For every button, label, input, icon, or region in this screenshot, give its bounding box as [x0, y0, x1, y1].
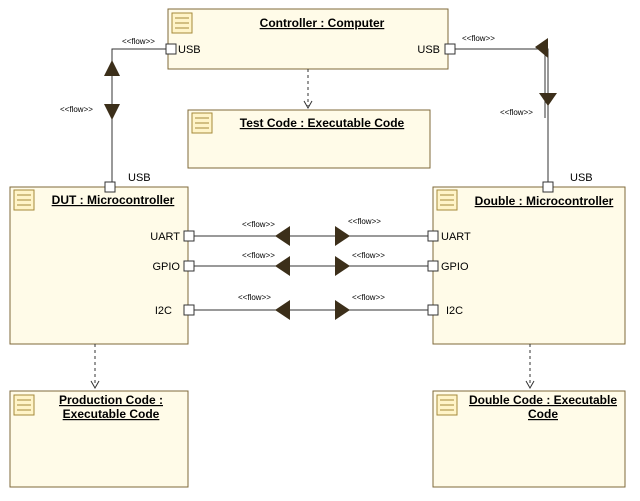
dut-box [9, 186, 189, 345]
double-title: Double : Microcontroller [475, 194, 614, 208]
i2c-flow-label-right: <<flow>> [352, 293, 385, 302]
test-code-node[interactable]: Test Code : Executable Code [187, 109, 431, 169]
dut-gpio-label: GPIO [152, 261, 180, 273]
double-i2c-port[interactable] [427, 304, 439, 316]
double-usb-label: USB [570, 172, 593, 184]
component-icon [436, 394, 458, 416]
usb-left-flow-label-top: <<flow>> [122, 37, 155, 46]
uart-flow-label-right: <<flow>> [348, 217, 381, 226]
production-code-box [9, 390, 189, 488]
component-icon [171, 12, 193, 34]
double-box [432, 186, 626, 345]
i2c-flow: <<flow>> <<flow>> [194, 293, 428, 320]
dut-node[interactable]: DUT : Microcontroller USB UART GPIO I2C [9, 172, 195, 345]
usb-flow-right: <<flow>> <<flow>> [455, 34, 557, 182]
dut-title: DUT : Microcontroller [52, 193, 175, 207]
component-icon [191, 112, 213, 134]
dut-i2c-label: I2C [155, 305, 172, 317]
uart-flow: <<flow>> <<flow>> [194, 217, 428, 246]
production-code-title-line1: Production Code : [59, 393, 163, 407]
controller-usb-port-right[interactable] [444, 43, 456, 55]
dut-uart-label: UART [150, 231, 180, 243]
double-code-node[interactable]: Double Code : Executable Code [432, 390, 626, 488]
component-icon [13, 189, 35, 211]
double-uart-port[interactable] [427, 230, 439, 242]
controller-usb-label-right: USB [417, 44, 440, 56]
usb-left-flow-label-mid: <<flow>> [60, 105, 93, 114]
test-code-box [187, 109, 431, 169]
usb-right-flow-label-top: <<flow>> [462, 34, 495, 43]
gpio-flow-label-right: <<flow>> [352, 251, 385, 260]
production-code-node[interactable]: Production Code : Executable Code [9, 390, 189, 488]
dut-uart-port[interactable] [183, 230, 195, 242]
gpio-flow-label-left: <<flow>> [242, 251, 275, 260]
controller-usb-port-left[interactable] [165, 43, 177, 55]
double-i2c-label: I2C [446, 305, 463, 317]
controller-box [167, 8, 449, 70]
i2c-flow-label-left: <<flow>> [238, 293, 271, 302]
dut-i2c-port[interactable] [183, 304, 195, 316]
dependency-arrow-head [303, 100, 313, 110]
dut-usb-port[interactable] [104, 181, 116, 193]
controller-node[interactable]: Controller : Computer USB USB [165, 8, 456, 70]
usb-right-flow-label-mid: <<flow>> [500, 108, 533, 117]
controller-title: Controller : Computer [260, 16, 385, 30]
test-code-title: Test Code : Executable Code [240, 116, 405, 130]
component-icon [436, 189, 458, 211]
usb-flow-left: <<flow>> <<flow>> [60, 37, 166, 182]
dut-usb-label: USB [128, 172, 151, 184]
component-icon [13, 394, 35, 416]
dut-gpio-port[interactable] [183, 260, 195, 272]
double-usb-port[interactable] [542, 181, 554, 193]
controller-usb-label-left: USB [178, 44, 201, 56]
double-gpio-port[interactable] [427, 260, 439, 272]
gpio-flow: <<flow>> <<flow>> [194, 251, 428, 276]
double-code-title-line2: Code [528, 407, 558, 421]
dependency-arrow-head [90, 380, 100, 390]
double-node[interactable]: Double : Microcontroller USB UART GPIO I… [427, 172, 626, 345]
dependency-arrow-head [525, 380, 535, 390]
production-code-title-line2: Executable Code [63, 407, 160, 421]
double-code-box [432, 390, 626, 488]
uart-flow-label-left: <<flow>> [242, 220, 275, 229]
double-gpio-label: GPIO [441, 261, 469, 273]
double-uart-label: UART [441, 231, 471, 243]
double-code-title-line1: Double Code : Executable [469, 393, 617, 407]
